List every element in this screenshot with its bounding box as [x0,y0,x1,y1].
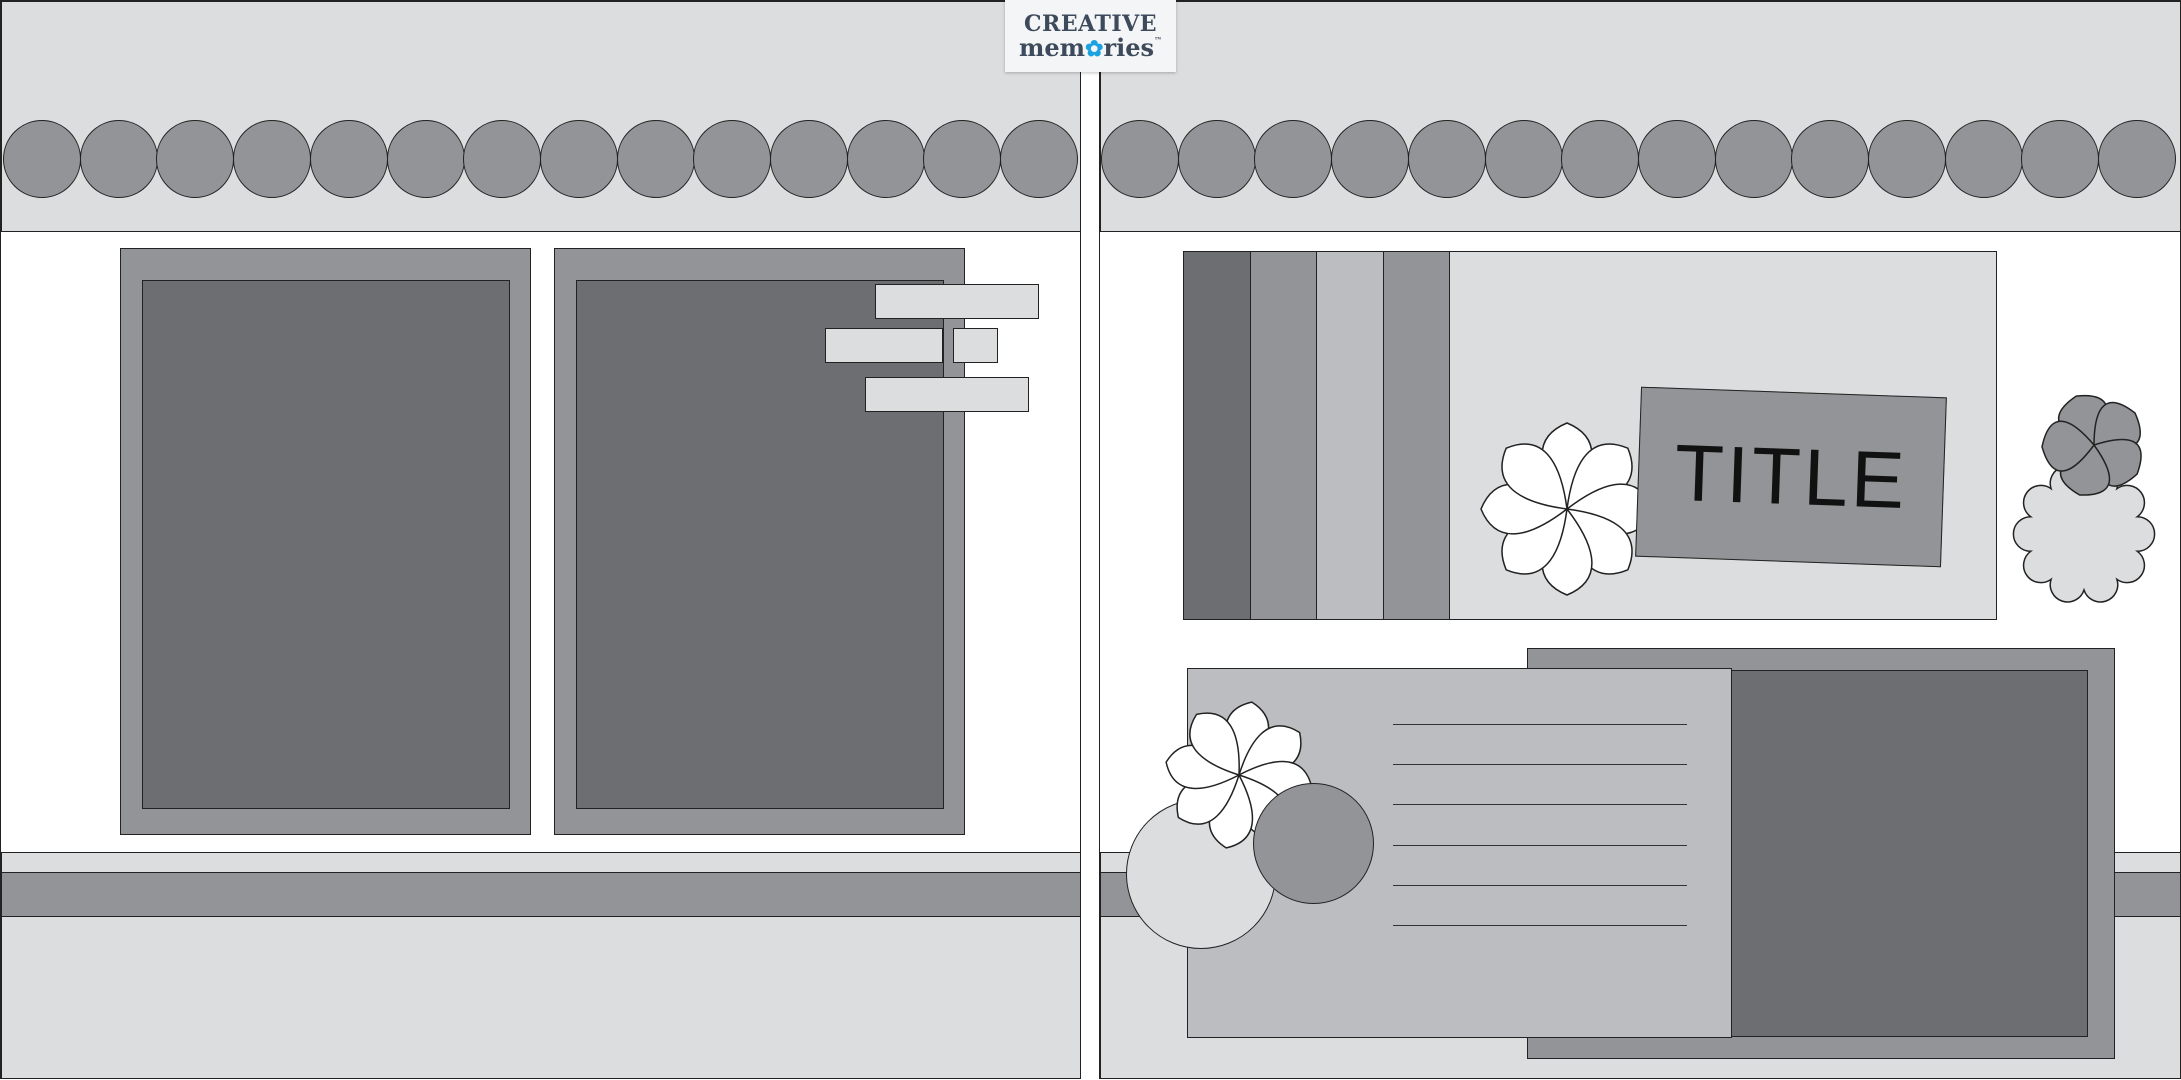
logo-trademark: ™ [1154,34,1163,45]
scallop-circle [463,120,542,198]
scallop-circle [2098,120,2177,198]
scallop-circle [1714,120,1793,198]
circle-mid [1253,783,1374,904]
flower-petal [2041,420,2095,472]
title-stripe-2 [1250,251,1317,620]
flower-petal [1501,443,1568,510]
logo-line-1: CREATIVE [1024,10,1157,37]
tag-strip-3 [953,328,998,363]
flower-icon [2041,394,2142,496]
scallop-circle [1561,120,1640,198]
flower-petal [1189,712,1240,777]
scallop-circle [1791,120,1870,198]
journal-line [1393,844,1687,846]
scallop-circle [1254,120,1333,198]
scalloped-circle-icon [2012,465,2156,603]
scallop-circle [386,120,465,198]
scallop-circle [1868,120,1946,198]
scallop-circle [156,120,235,198]
tag-strip-4 [865,377,1029,412]
tag-strip-1 [875,284,1039,319]
right-top-band [1100,1,2180,232]
title-stripe-4 [1383,251,1450,620]
tag-strip-2 [825,328,943,363]
scallop-circle [79,120,158,198]
left-bottom-stripe [1,872,1080,917]
left-top-band [1,1,1080,232]
scallop-circle [1484,120,1563,198]
flower-icon [1480,422,1654,596]
logo-text-suffix: ries [1103,32,1155,62]
scallop-circle [1177,120,1256,198]
title-stripe-1 [1183,251,1251,620]
photo-right[interactable] [576,280,944,809]
title-tag: TITLE [1635,386,1947,568]
left-bottom-strip-light [1,852,1080,873]
journal-line [1393,724,1687,725]
logo-line-2: mem✿ries™ [1018,32,1163,62]
scallop-circle [1101,120,1179,198]
scallop-circle [1407,120,1486,198]
logo-flower-icon: ✿ [1085,35,1104,62]
title-text: TITLE [1673,427,1909,526]
scallop-circle [846,120,925,198]
scallop-circle [1000,120,1079,198]
scallop-circle [539,120,618,198]
journal-line [1393,764,1687,766]
scallop-circle [923,120,1002,198]
scallop-circle [2021,120,2100,198]
scallop-circle [3,120,81,198]
scallop-circle [770,120,848,198]
scallop-circle [309,120,388,198]
title-stripe-3 [1316,251,1384,620]
scallop-circle [693,120,772,198]
scallop-circle [1637,120,1716,198]
photo-left[interactable] [142,280,510,809]
scallop-circle [233,120,312,198]
journal-line [1393,925,1687,926]
journal-line [1393,804,1687,806]
creative-memories-logo: CREATIVE mem✿ries™ [1005,0,1176,72]
scallop-circle [616,120,695,198]
left-bottom-band [1,916,1080,1078]
scallop-circle [1331,120,1410,198]
scallop-circle [1944,120,2023,198]
journal-line [1393,884,1687,886]
logo-text-prefix: mem [1018,32,1086,62]
